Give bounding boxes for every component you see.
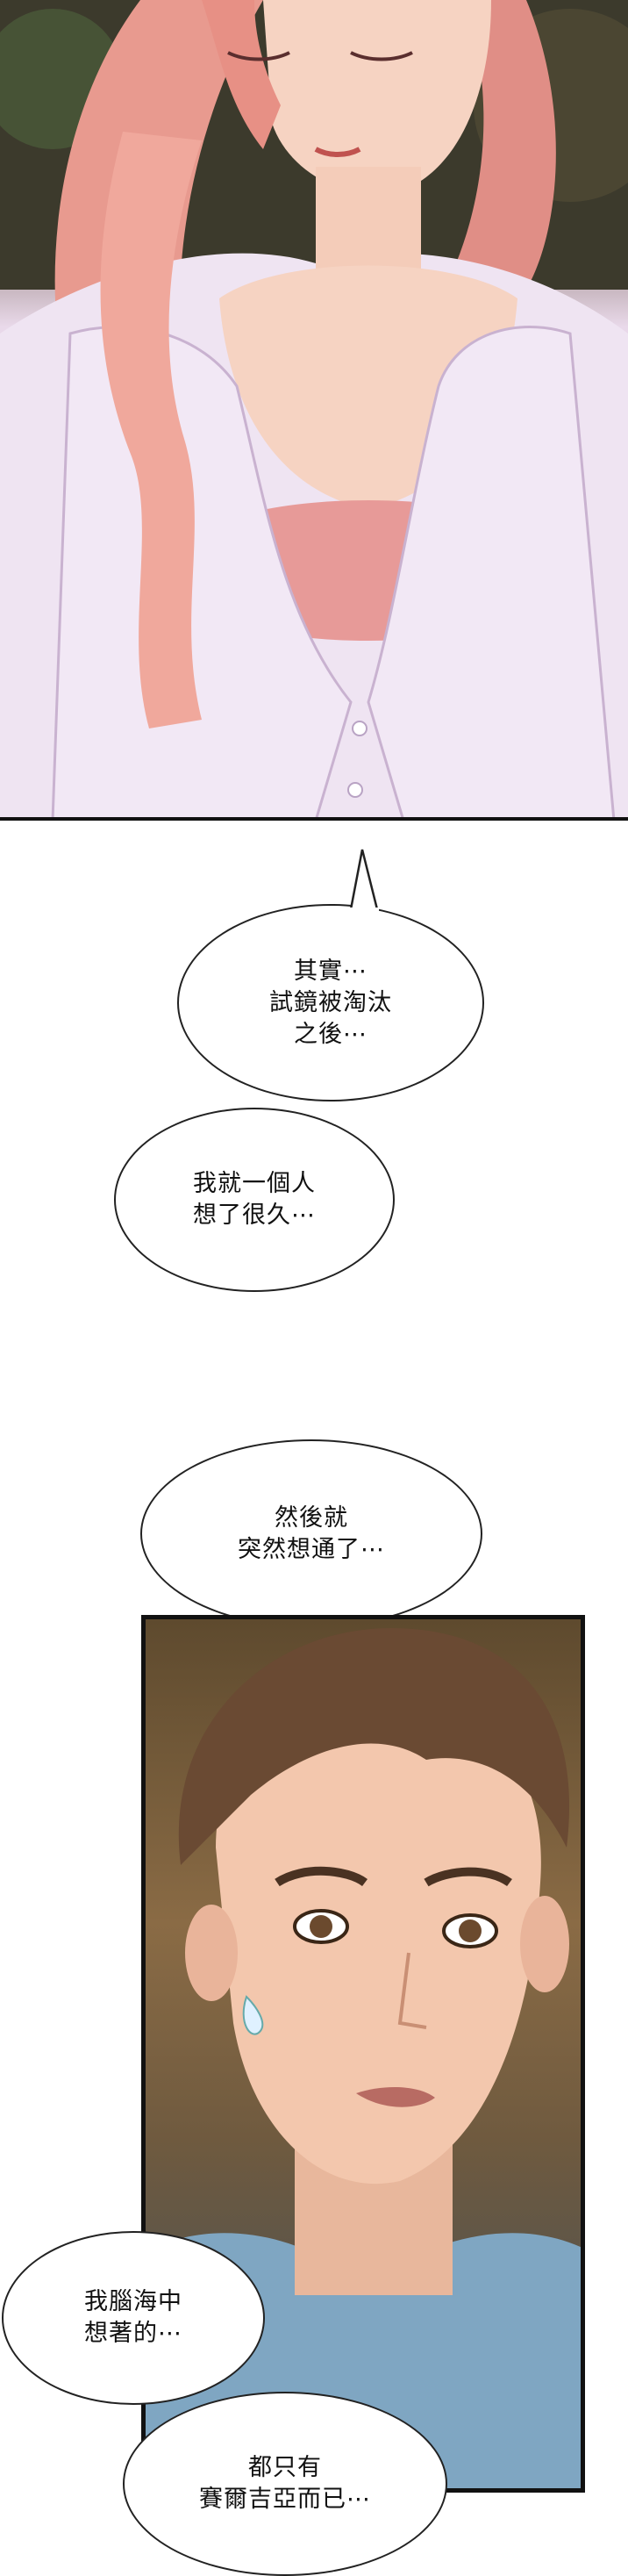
speech-text-4: 我腦海中 想著的⋯ xyxy=(84,2288,182,2347)
speech-bubble-1: 其實⋯ 試鏡被淘汰 之後⋯ xyxy=(177,904,484,1101)
speech-bubble-5: 都只有 賽爾吉亞而已⋯ xyxy=(123,2392,447,2576)
speech-text-5: 都只有 賽爾吉亞而已⋯ xyxy=(199,2454,371,2513)
speech-bubble-3: 然後就 突然想通了⋯ xyxy=(140,1439,482,1628)
speech-bubble-4: 我腦海中 想著的⋯ xyxy=(2,2231,265,2405)
speech-text-3: 然後就 突然想通了⋯ xyxy=(238,1503,385,1563)
speech-text-2: 我就一個人 想了很久⋯ xyxy=(193,1170,316,1229)
comic-panel-woman xyxy=(0,0,628,821)
speech-text-1: 其實⋯ 試鏡被淘汰 之後⋯ xyxy=(269,957,392,1048)
speech-bubble-2: 我就一個人 想了很久⋯ xyxy=(114,1108,395,1292)
woman-illustration xyxy=(0,0,628,817)
